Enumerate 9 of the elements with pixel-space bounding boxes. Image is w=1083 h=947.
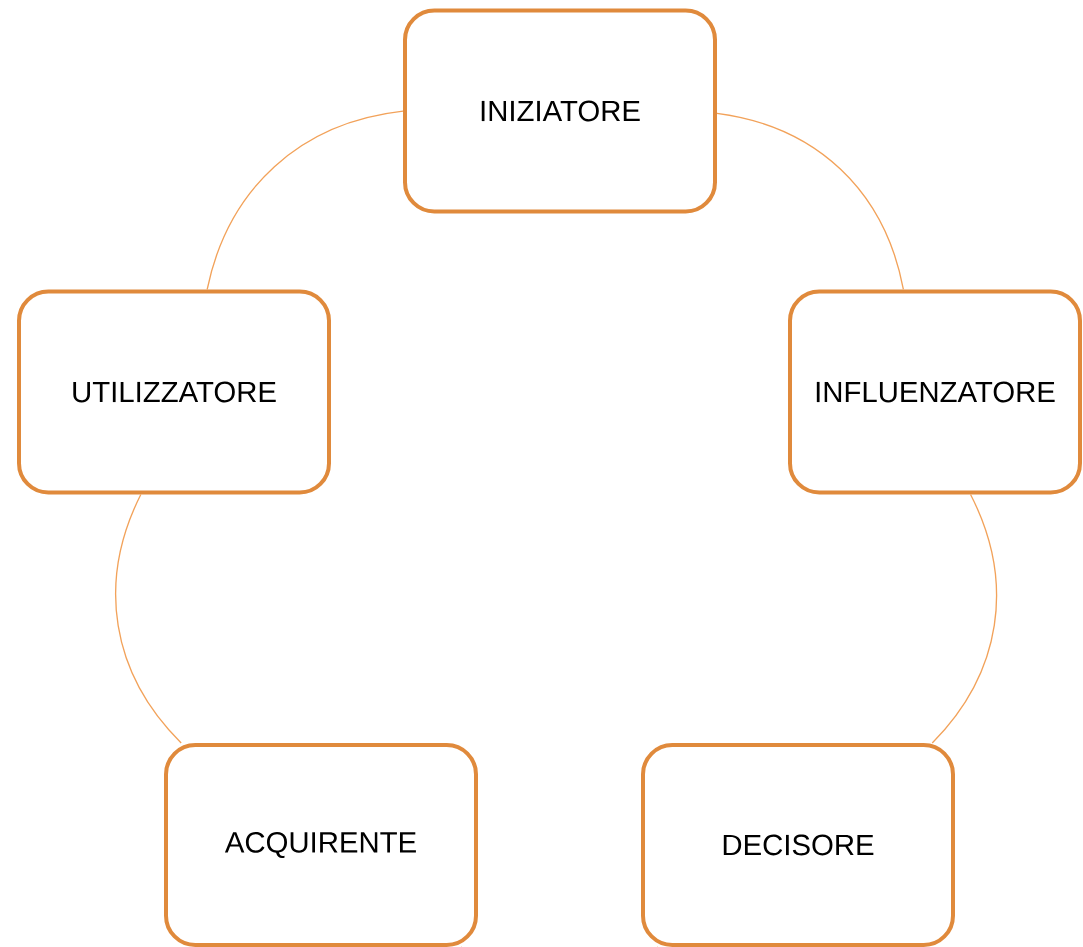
role-box: DECISORE — [641, 743, 955, 947]
arc-connector — [716, 112, 905, 291]
role-box: UTILIZZATORE — [17, 289, 331, 495]
role-box: INFLUENZATORE — [788, 289, 1082, 495]
role-box: ACQUIRENTE — [164, 743, 478, 947]
arc-connector — [931, 493, 998, 744]
arc-connector — [206, 110, 404, 291]
arc-connector — [115, 493, 182, 744]
role-box: INIZIATORE — [403, 8, 717, 214]
